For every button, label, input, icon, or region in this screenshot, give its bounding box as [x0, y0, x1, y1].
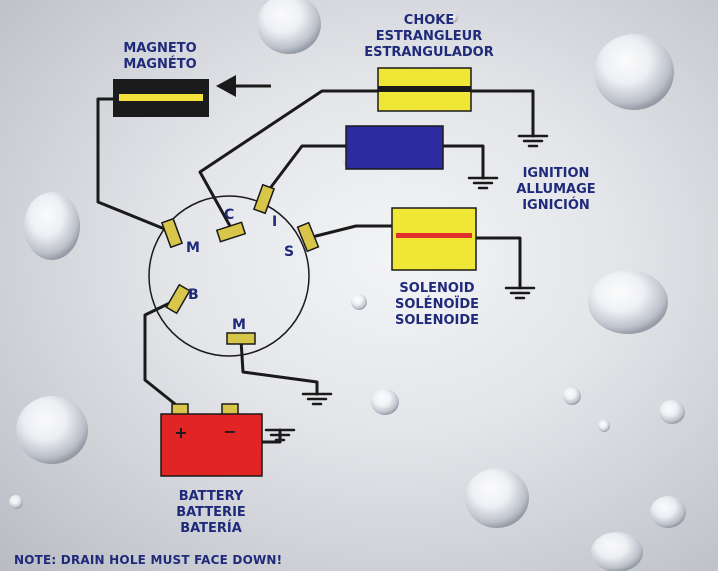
- terminal-c-tab: [215, 221, 247, 243]
- solenoid-label-fr: SOLÉNOÏDE: [395, 296, 479, 312]
- battery-plus-sign: +: [174, 423, 187, 442]
- water-droplets: [9, 0, 686, 571]
- ignition-label-fr: ALLUMAGE: [516, 182, 595, 197]
- terminal-i-tab: [252, 183, 276, 215]
- magneto-label-fr: MAGNÉTO: [123, 56, 196, 72]
- magneto-component: [113, 79, 209, 117]
- choke-component: [377, 67, 472, 112]
- choke-label-fr: ESTRANGLEUR: [376, 29, 482, 44]
- battery-minus-sign: −: [223, 422, 236, 441]
- choke-label-es: ESTRANGULADOR: [364, 45, 494, 60]
- ignition-label-es: IGNICIÓN: [522, 197, 590, 213]
- choke-label-en: CHOKE: [404, 13, 454, 28]
- battery-label-es: BATERÍA: [180, 520, 242, 536]
- terminal-s-tab: [296, 221, 320, 253]
- battery-component: [160, 403, 263, 477]
- battery-label-fr: BATTERIE: [176, 505, 246, 520]
- solenoid-label-es: SOLENOIDE: [395, 313, 479, 328]
- terminal-m-bottom-label: M: [232, 317, 246, 333]
- switch-terminals: [160, 183, 320, 345]
- battery-label-en: BATTERY: [179, 489, 244, 504]
- terminal-m-bottom-tab: [226, 332, 256, 345]
- terminal-s-label: S: [284, 244, 294, 260]
- terminal-b-tab: [165, 283, 191, 315]
- ignition-label-en: IGNITION: [523, 166, 590, 181]
- solenoid-label-en: SOLENOID: [399, 281, 474, 296]
- magneto-label-en: MAGNETO: [123, 41, 196, 56]
- ignition-component: [345, 125, 444, 170]
- terminal-i-label: I: [272, 214, 277, 230]
- key-switch-body: [148, 195, 310, 357]
- terminal-m-left-label: M: [186, 240, 200, 256]
- ground-symbols: [264, 134, 549, 442]
- arrow-icon: [216, 75, 271, 97]
- terminal-c-label: C: [224, 207, 234, 223]
- drain-hole-note: NOTE: DRAIN HOLE MUST FACE DOWN!: [14, 553, 283, 567]
- terminal-b-label: B: [188, 287, 199, 303]
- wires: [96, 89, 535, 444]
- terminal-m-left-tab: [160, 217, 184, 249]
- solenoid-component: [391, 207, 477, 271]
